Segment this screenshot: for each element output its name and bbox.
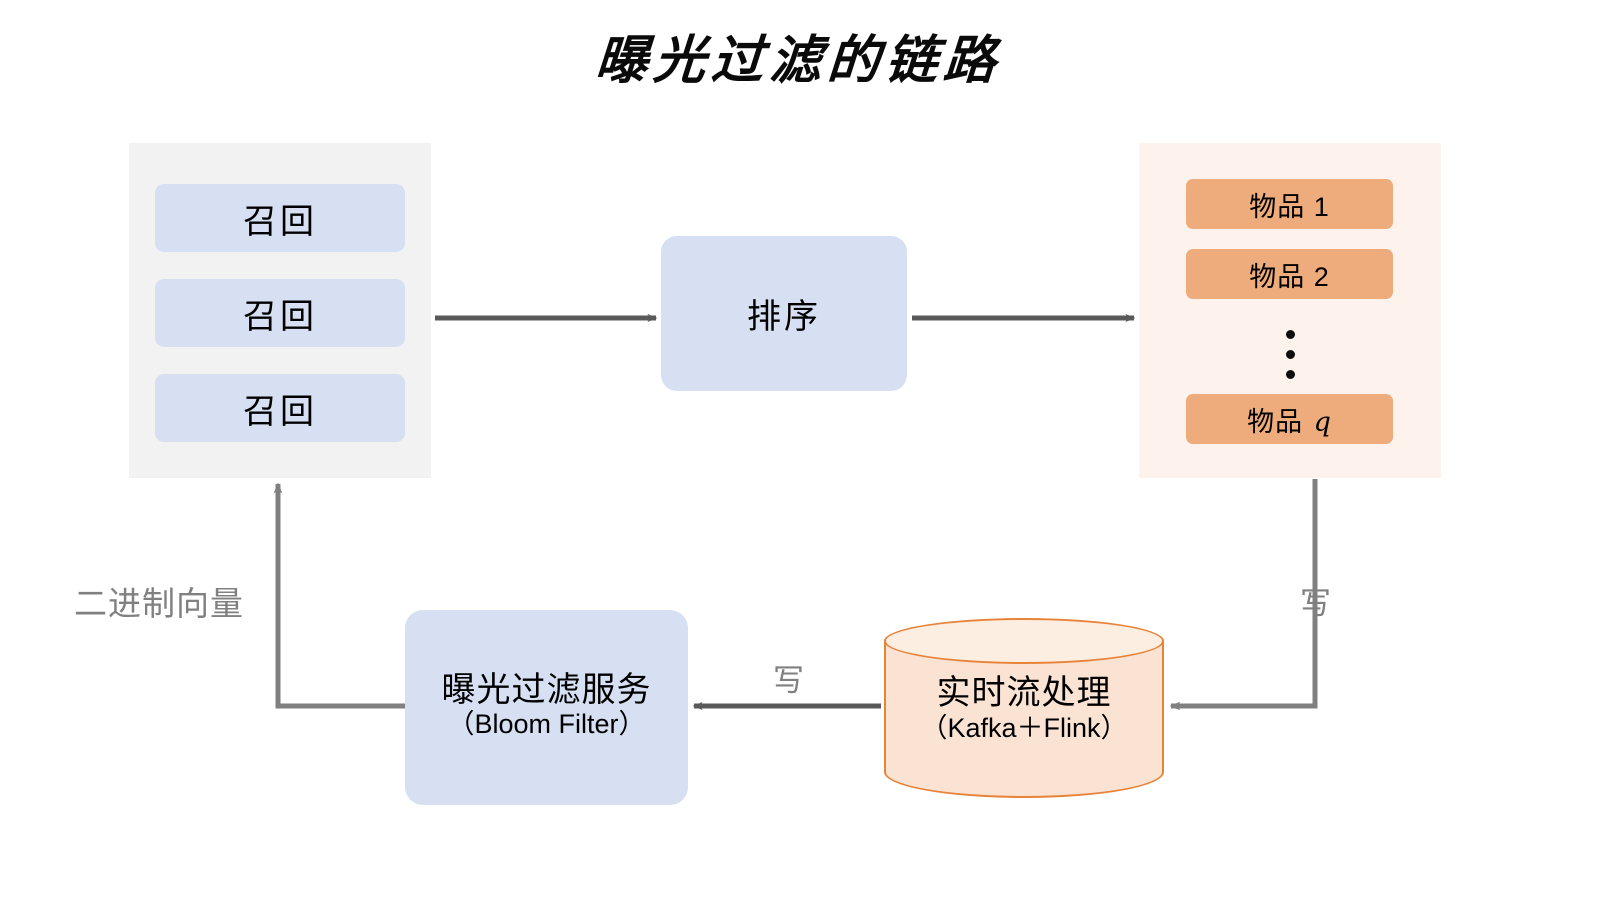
edge-bloom-to-recall (273, 482, 405, 709)
ellipsis-dot (1285, 350, 1295, 359)
cylinder-top-ellipse (884, 618, 1164, 664)
edge-label-write-items-to-stream: 写 (1300, 586, 1331, 621)
cylinder-body (884, 640, 1164, 798)
item-box-1-label: 物品 1 (1249, 191, 1330, 222)
item-box-1[interactable]: 物品 1 (1186, 179, 1393, 229)
item-box-q-prefix: 物品 (1247, 406, 1312, 437)
bloom-filter-service-subtitle: （Bloom Filter） (447, 709, 646, 740)
item-box-2[interactable]: 物品 2 (1186, 249, 1393, 299)
item-box-2-label: 物品 2 (1249, 261, 1330, 292)
recall-box-3[interactable]: 召回 (155, 374, 405, 442)
item-box-q-variable: q (1313, 406, 1332, 438)
recall-box-1-label: 召回 (243, 202, 317, 241)
item-box-q[interactable]: 物品 q (1186, 394, 1393, 444)
rank-box[interactable]: 排序 (661, 236, 907, 391)
stream-processing-cylinder[interactable]: 实时流处理 （Kafka＋Flink） (884, 618, 1164, 798)
edge-label-write-stream-to-bloom: 写 (773, 663, 804, 698)
stream-processing-label: 实时流处理 （Kafka＋Flink） (884, 674, 1164, 745)
recall-box-2-label: 召回 (243, 297, 317, 336)
recall-box-2[interactable]: 召回 (155, 279, 405, 347)
bloom-filter-service-title: 曝光过滤服务 (441, 670, 652, 709)
stream-processing-subtitle: （Kafka＋Flink） (920, 712, 1128, 743)
rank-box-label: 排序 (747, 298, 821, 336)
ellipsis-dot (1285, 370, 1295, 379)
item-box-q-label: 物品 q (1247, 400, 1332, 439)
recall-box-1[interactable]: 召回 (155, 184, 405, 252)
stream-processing-title: 实时流处理 (936, 674, 1112, 712)
vertical-ellipsis-icon (1282, 330, 1298, 379)
ellipsis-dot (1285, 330, 1295, 339)
recall-box-3-label: 召回 (243, 392, 317, 431)
edge-items-to-stream (1169, 479, 1318, 711)
page-title: 曝光过滤的链路 (593, 30, 1004, 91)
bloom-filter-service-box[interactable]: 曝光过滤服务 （Bloom Filter） (405, 610, 688, 805)
edge-label-binary-vector: 二进制向量 (74, 585, 244, 622)
